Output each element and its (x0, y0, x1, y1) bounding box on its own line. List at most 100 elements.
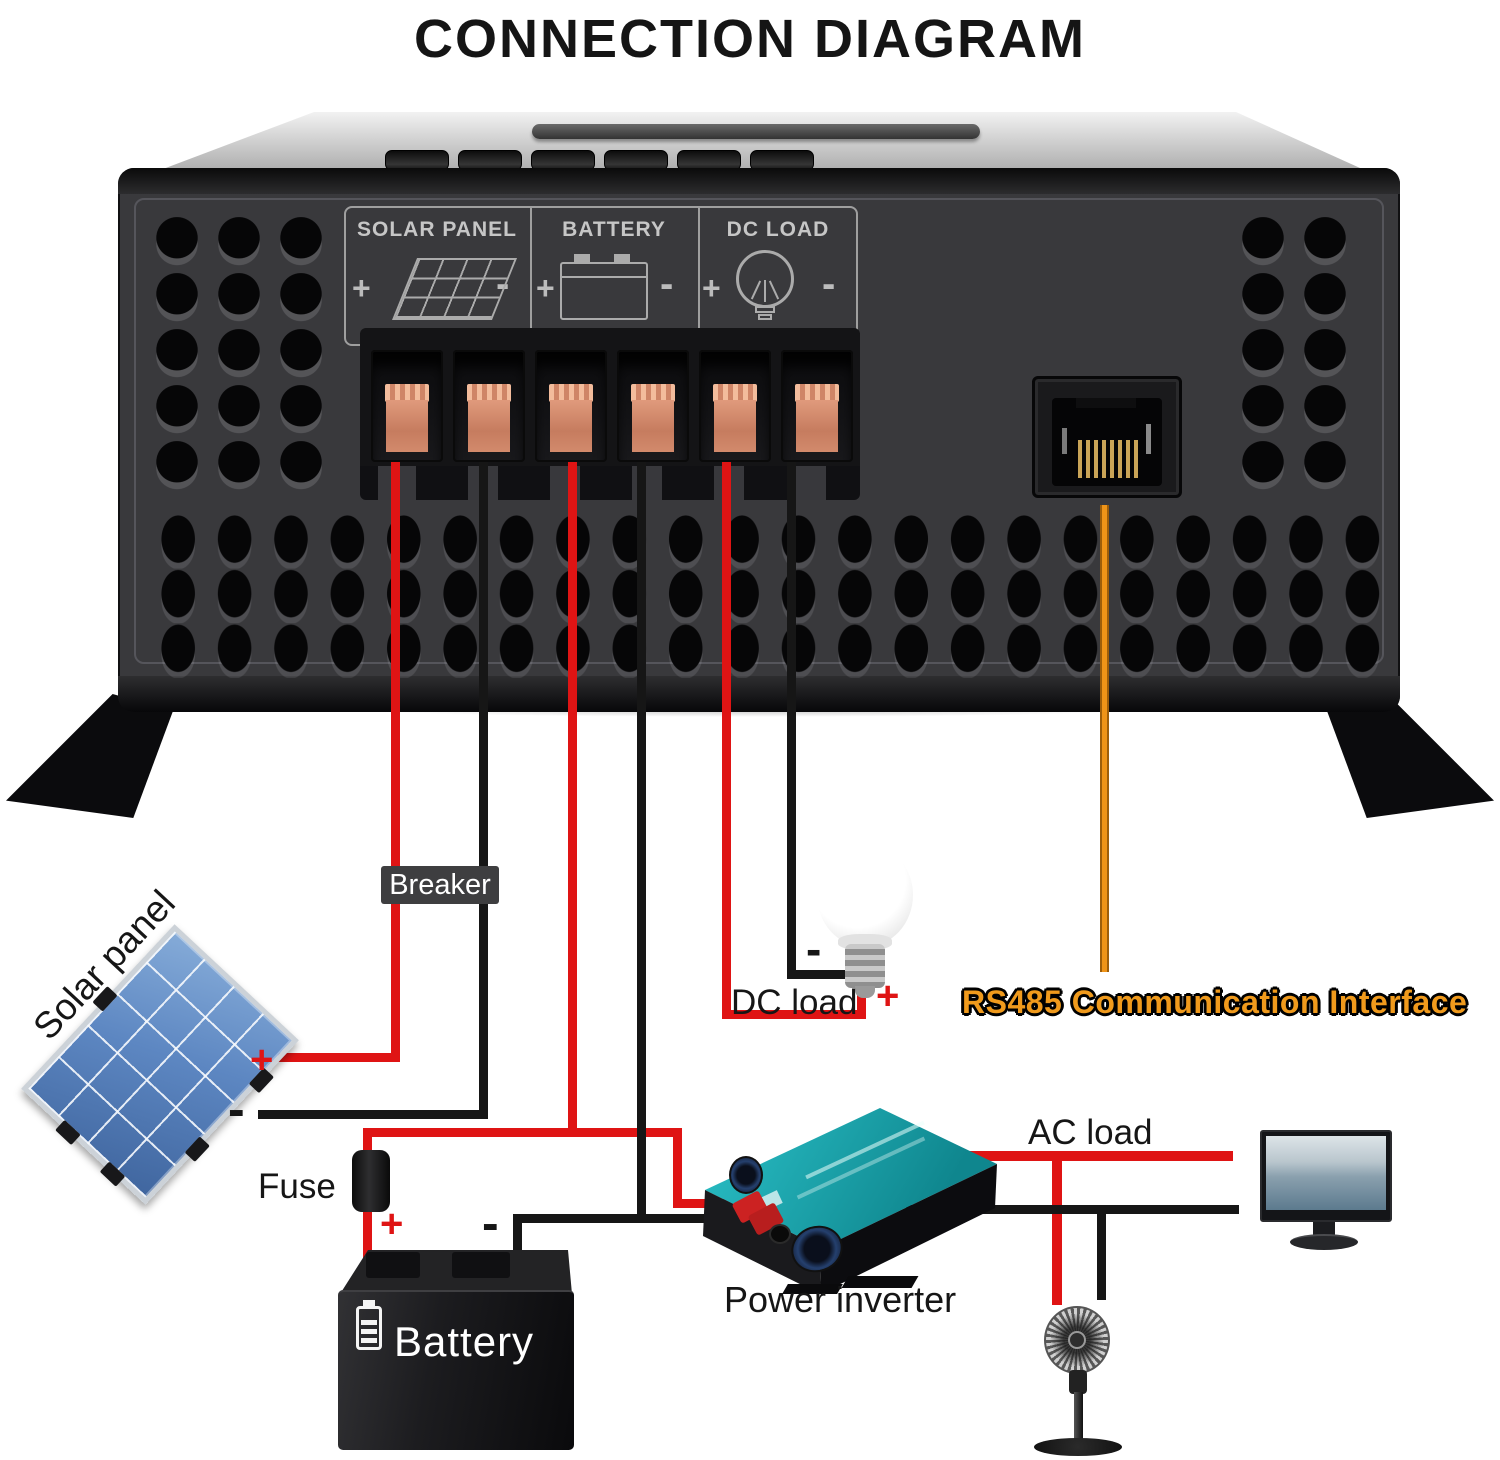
bulb-graphic (817, 843, 913, 947)
battery-post (452, 1252, 510, 1278)
inverter-cable-gland (769, 1224, 791, 1244)
battery-negative-wire (637, 462, 646, 1223)
battery-positive-wire (363, 1128, 682, 1137)
panel-divider (530, 206, 532, 346)
minus-sign: - (806, 923, 822, 975)
copper-terminal (713, 384, 757, 402)
minus-sign: - (822, 262, 836, 306)
bulb-tip (855, 986, 875, 998)
tv-screen (1266, 1136, 1386, 1210)
rs485-label: RS485 Communication Interface (962, 984, 1468, 1020)
terminal-block (360, 328, 860, 478)
page-title: CONNECTION DIAGRAM (414, 9, 1086, 69)
plus-sign: + (876, 974, 900, 1018)
battery-icon-terminal (614, 254, 630, 262)
power-inverter-label: Power inverter (724, 1279, 957, 1320)
breaker-box: Breaker (381, 866, 499, 904)
copper-terminal (385, 384, 429, 402)
inverter-positive-wire (673, 1128, 682, 1208)
panel-clip (99, 1161, 126, 1187)
ac-live-wire (1052, 1151, 1062, 1305)
plus-sign: + (702, 270, 721, 306)
fan-base (1034, 1438, 1122, 1456)
solar-positive-wire (391, 462, 400, 1062)
controller-bottom-edge (118, 676, 1400, 712)
battery-graphic-front (338, 1290, 574, 1450)
ac-load-label: AC load (1028, 1113, 1153, 1152)
rj45-pins (1078, 440, 1140, 478)
controller-top-edge (118, 168, 1400, 194)
copper-terminal (467, 384, 511, 402)
minus-sign: - (482, 1195, 499, 1251)
battery-charge-icon-bar (361, 1329, 377, 1334)
tv-stand-base (1290, 1234, 1358, 1250)
breaker-label: Breaker (389, 868, 491, 901)
battery-icon-terminal (574, 254, 590, 262)
battery-positive-wire (568, 462, 577, 1137)
plus-sign: + (352, 270, 371, 306)
section-title-dcload: DC LOAD (726, 218, 830, 241)
rs485-wire (1100, 505, 1109, 972)
minus-sign: - (660, 262, 674, 306)
fuse-label: Fuse (258, 1167, 336, 1206)
dcload-positive-wire (722, 462, 731, 1019)
vent-grid-right (1232, 212, 1358, 496)
plus-sign: + (380, 1202, 404, 1246)
battery-charge-icon-bar (361, 1320, 377, 1325)
copper-terminal (631, 384, 675, 402)
inverter-fan (729, 1156, 763, 1194)
bulb-icon-base (758, 314, 772, 320)
ac-neutral-wire (906, 1205, 1239, 1214)
battery-icon-line (562, 276, 646, 278)
minus-sign: - (228, 1081, 245, 1137)
solar-negative-wire (479, 462, 488, 1119)
plus-sign: + (250, 1038, 274, 1082)
vent-grid-left (146, 212, 334, 496)
battery-icon (560, 262, 648, 320)
battery-negative-wire (513, 1214, 522, 1270)
section-title-battery: BATTERY (562, 218, 666, 241)
fan-pole (1074, 1392, 1083, 1442)
copper-terminal (796, 400, 838, 452)
copper-terminal (468, 400, 510, 452)
ac-neutral-wire (1097, 1205, 1106, 1300)
panel-clip (55, 1119, 81, 1146)
dcload-negative-wire (787, 462, 796, 979)
copper-terminal (795, 384, 839, 402)
carry-handle (532, 124, 980, 139)
terminal-block-bottom (360, 466, 860, 500)
battery-charge-icon-cap (363, 1300, 375, 1306)
tv-stand-neck (1313, 1222, 1335, 1236)
battery-negative-wire (513, 1214, 745, 1223)
solar-negative-wire (258, 1110, 488, 1119)
dc-load-label: DC load (731, 983, 858, 1022)
copper-terminal (632, 400, 674, 452)
ac-live-wire (948, 1151, 1233, 1161)
bulb-icon-filament (764, 280, 766, 302)
copper-terminal (714, 400, 756, 452)
dcload-positive-wire (722, 1010, 866, 1019)
dcload-negative-wire (787, 970, 856, 979)
copper-terminal (386, 400, 428, 452)
battery-label: Battery (394, 1318, 535, 1365)
solar-positive-wire (278, 1053, 400, 1062)
rj45-side-mark (1146, 424, 1151, 454)
mounting-foot-left (6, 694, 173, 818)
copper-terminal (550, 400, 592, 452)
plus-sign: + (536, 270, 555, 306)
panel-clip (184, 1136, 210, 1163)
bulb-icon-base (755, 306, 775, 313)
section-title-solar: SOLAR PANEL (357, 218, 517, 241)
panel-divider (698, 206, 700, 346)
copper-terminal (549, 384, 593, 402)
fan-hub (1068, 1331, 1086, 1349)
vent-grid-bottom (150, 514, 1390, 678)
rj45-side-mark (1062, 428, 1067, 454)
battery-charge-icon (356, 1306, 382, 1350)
mounting-foot-right (1327, 694, 1494, 818)
fuse-graphic (352, 1150, 390, 1212)
dcload-positive-wire (857, 986, 866, 1019)
inverter-graphic (695, 1100, 1005, 1315)
bulb-screw-base (845, 944, 885, 988)
fan-motor (1069, 1370, 1087, 1394)
